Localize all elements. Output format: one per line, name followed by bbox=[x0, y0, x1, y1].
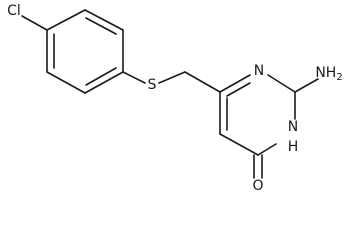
bond bbox=[267, 74, 296, 93]
bond bbox=[46, 9, 86, 31]
bond bbox=[219, 133, 259, 156]
nh2-main: NH bbox=[315, 65, 336, 81]
chlorophenyl-ring bbox=[46, 9, 124, 94]
atom-label-nh-h: H bbox=[288, 139, 299, 155]
atom-label-o: O bbox=[252, 178, 263, 194]
double-bond-inner bbox=[85, 17, 117, 35]
double-bond-inner bbox=[226, 82, 251, 97]
nh2-subscript: 2 bbox=[336, 72, 342, 83]
bond bbox=[84, 71, 124, 94]
bond-ch2-ring bbox=[184, 71, 221, 93]
atom-label-cl: Cl bbox=[7, 3, 21, 19]
atom-label-nh-n: N bbox=[288, 119, 298, 135]
bond-s-ch2 bbox=[158, 71, 186, 84]
bond bbox=[219, 74, 251, 93]
bond bbox=[257, 143, 277, 156]
pyrimidinone-ring bbox=[219, 74, 296, 156]
atom-label-nh2: NH2 bbox=[315, 65, 342, 83]
double-bond-inner bbox=[85, 67, 117, 86]
bond-c-s bbox=[122, 71, 146, 84]
chemical-structure: Cl S N NH2 N H O bbox=[7, 3, 343, 194]
bond-c-nh2 bbox=[294, 78, 319, 93]
atom-label-n: N bbox=[254, 63, 264, 79]
bond bbox=[46, 71, 86, 94]
atom-label-s: S bbox=[148, 77, 157, 93]
bond-c-cl bbox=[21, 15, 48, 31]
bond bbox=[84, 9, 124, 31]
